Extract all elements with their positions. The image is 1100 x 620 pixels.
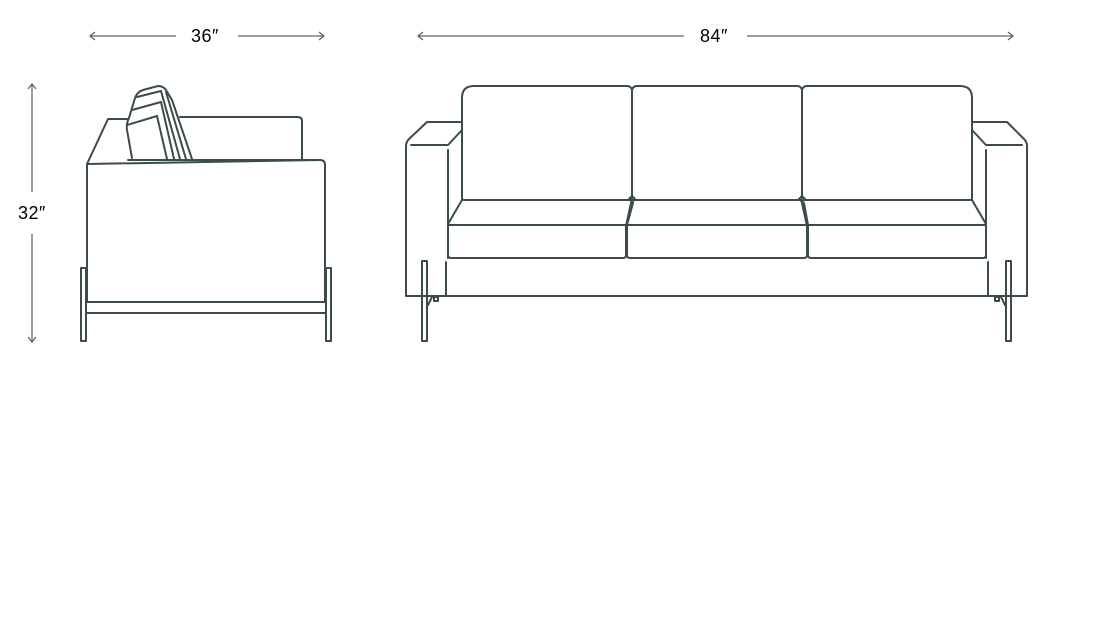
front-back-cushions xyxy=(461,85,973,203)
front-base xyxy=(445,261,989,297)
height-dimension-arrow xyxy=(27,82,37,344)
width-label: 84″ xyxy=(700,26,728,46)
width-dimension-arrow xyxy=(416,31,1015,41)
front-seat-cushions xyxy=(447,199,987,259)
side-view xyxy=(27,31,332,344)
side-back-cushion xyxy=(125,85,193,160)
front-left-arm xyxy=(405,121,463,342)
front-view xyxy=(405,31,1028,342)
height-label: 32″ xyxy=(18,203,46,223)
side-sofa-body xyxy=(80,116,332,342)
front-right-arm xyxy=(971,121,1028,342)
depth-dimension-arrow xyxy=(88,31,326,41)
depth-label: 36″ xyxy=(191,26,219,46)
